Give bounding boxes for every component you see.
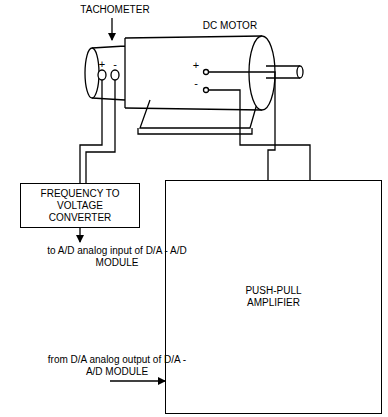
signal-arrow [79, 228, 80, 242]
terminal-sign: + [96, 59, 108, 70]
wire [86, 80, 115, 183]
signal-note: to A/D analog input of D/A - A/D MODULE [42, 245, 192, 269]
process-box: PUSH-PULL AMPLIFIER [165, 180, 382, 414]
terminal-sign: + [190, 60, 202, 71]
terminal-sign: - [109, 59, 121, 70]
box-label: PUSH-PULL AMPLIFIER [234, 285, 314, 309]
terminal [98, 70, 106, 80]
wire [208, 90, 310, 180]
pointer-arrow [111, 18, 112, 40]
wire [208, 72, 275, 180]
motor-end [249, 36, 275, 110]
process-box: FREQUENCY TO VOLTAGE CONVERTER [20, 183, 140, 228]
signal-arrow [110, 380, 165, 381]
box-label: FREQUENCY TO VOLTAGE CONVERTER [26, 188, 134, 224]
motor-base [138, 128, 252, 134]
component-label: DC MOTOR [190, 20, 270, 32]
shaft-end [297, 66, 303, 78]
terminal [111, 70, 119, 80]
terminal [204, 70, 209, 75]
motor-body [125, 36, 262, 110]
terminal [204, 88, 209, 93]
signal-note: from D/A analog output of D/A - A/D MODU… [42, 354, 192, 378]
tachometer-end [85, 48, 99, 98]
component-label: TACHOMETER [60, 4, 170, 16]
terminal-sign: - [190, 78, 202, 89]
wire [80, 80, 102, 183]
